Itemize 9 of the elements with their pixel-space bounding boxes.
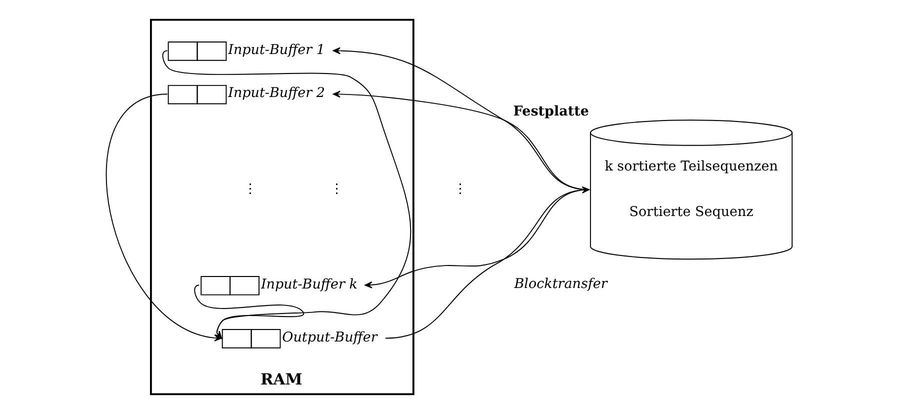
label: ⋮ — [330, 181, 344, 198]
node-label: Input-Buffer 2 — [228, 85, 325, 102]
node-label: Input-Buffer k — [260, 276, 357, 292]
label: ⋮ — [242, 181, 257, 198]
node-label: Input-Buffer 1 — [228, 42, 325, 58]
node-label: Festplatte — [512, 104, 588, 120]
label: ⋮ — [453, 181, 468, 198]
label: Blocktransfer — [514, 276, 607, 292]
node-label: Output-Buffer — [282, 329, 377, 346]
